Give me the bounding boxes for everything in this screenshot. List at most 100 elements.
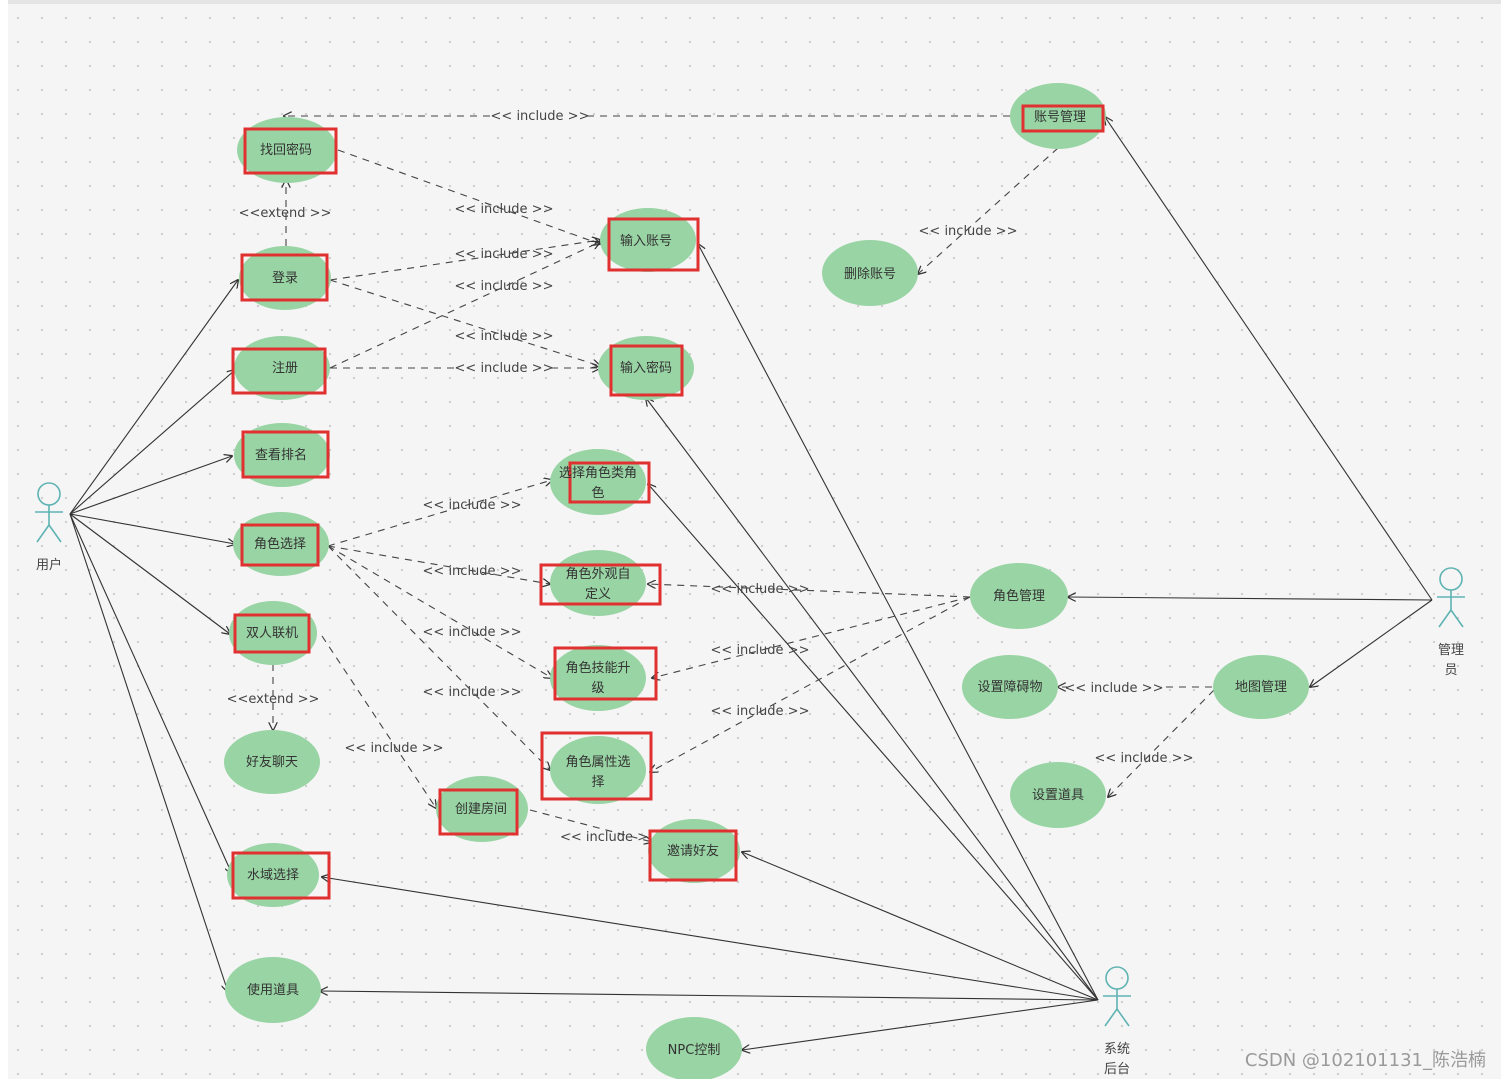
usecase-map-management[interactable]: 地图管理 [1213,655,1309,719]
usecase-view-ranking[interactable]: 查看排名 [234,423,330,487]
assoc-user-role [69,513,235,544]
actor-system[interactable]: 系统 后台 [1103,966,1131,1077]
svg-text:水域选择: 水域选择 [247,868,299,883]
dep-room-invite [529,809,652,842]
label-include: << include >> [711,704,810,719]
label-extend: <<extend >> [239,206,332,221]
usecase-duo-online[interactable]: 双人联机 [229,601,317,665]
usecase-role-skill[interactable]: 角色技能升 级 [550,645,658,711]
svg-text:账号管理: 账号管理 [1034,110,1086,125]
svg-text:择: 择 [591,775,604,790]
label-include: << include >> [711,643,810,658]
dep-role-custom [327,545,550,584]
svg-text:选择角色类角: 选择角色类角 [559,465,637,481]
svg-text:双人联机: 双人联机 [246,626,298,641]
relation-labels: << include >> << include >> <<extend >> … [227,106,1194,845]
label-include: << include >> [919,224,1018,239]
dep-login-input-account [329,240,600,281]
label-include: << include >> [423,498,522,513]
usecase-water-select[interactable]: 水域选择 [227,843,331,907]
dep-role-attr [327,545,550,770]
dep-duo-room [321,635,436,808]
assoc-sys-item [320,991,1099,1001]
assoc-admin-map [1310,599,1433,687]
svg-text:好友聊天: 好友聊天 [246,754,298,770]
usecase-input-password[interactable]: 输入密码 [598,336,694,400]
svg-text:邀请好友: 邀请好友 [667,843,719,859]
label-extend: <<extend >> [227,692,320,707]
label-include: << include >> [455,247,554,262]
label-include: << include >> [423,625,522,640]
svg-text:角色选择: 角色选择 [254,536,306,552]
usecase-account-management[interactable]: 账号管理 [1010,83,1106,149]
usecase-use-item[interactable]: 使用道具 [225,957,321,1023]
assoc-user-item [69,513,228,992]
label-include: << include >> [423,564,522,579]
svg-text:NPC控制: NPC控制 [668,1043,721,1058]
label-include: << include >> [1095,751,1194,766]
usecase-delete-account[interactable]: 删除账号 [822,240,918,306]
actor-system-label-line1: 系统 [1104,1042,1130,1057]
svg-text:注册: 注册 [272,361,298,376]
assoc-sys-npc [742,999,1099,1050]
svg-text:输入账号: 输入账号 [620,233,672,249]
usecase-register[interactable]: 注册 [231,336,330,400]
dep-findpw-input-account [337,149,600,244]
usecase-login[interactable]: 登录 [239,246,331,310]
usecase-role-select[interactable]: 角色选择 [233,512,329,576]
svg-text:设置道具: 设置道具 [1032,788,1084,803]
dep-map-setitem [1108,689,1215,797]
label-include: << include >> [711,582,810,597]
svg-text:输入密码: 输入密码 [620,360,672,376]
assoc-admin-account [1105,117,1433,601]
svg-text:查看排名: 查看排名 [255,447,307,463]
actor-admin[interactable]: 管理 员 [1437,567,1465,678]
actor-user-label: 用户 [36,557,62,573]
usecase-create-room[interactable]: 创建房间 [436,776,528,842]
actor-admin-label-line2: 员 [1444,663,1457,678]
label-include: << include >> [491,109,590,124]
assoc-sys-pw-input [646,398,1099,1001]
dep-register-input-account [329,242,600,369]
dep-login-input-pw [329,279,600,366]
usecase-role-attribute[interactable]: 角色属性选 择 [540,731,653,804]
svg-text:登录: 登录 [272,271,298,286]
label-include: << include >> [455,279,554,294]
dep-role-skill [327,545,552,678]
assoc-sys-account-input [698,244,1099,1001]
svg-text:色: 色 [591,485,604,501]
dep-role-type [327,480,552,547]
assoc-user-water [69,513,232,874]
assoc-admin-role [1068,597,1433,600]
usecase-input-account[interactable]: 输入账号 [600,208,700,272]
usecase-set-item[interactable]: 设置道具 [1010,762,1106,828]
usecase-role-custom[interactable]: 角色外观自 定义 [539,550,662,616]
usecase-friend-chat[interactable]: 好友聊天 [224,730,320,794]
label-include: << include >> [423,685,522,700]
svg-text:角色外观自: 角色外观自 [565,566,630,582]
label-include: << include >> [455,329,554,344]
usecase-select-role-type[interactable]: 选择角色类角 色 [550,449,651,515]
svg-text:级: 级 [591,681,604,696]
svg-text:使用道具: 使用道具 [247,982,299,998]
svg-text:角色技能升: 角色技能升 [565,660,630,676]
watermark: CSDN @102101131_陈浩楠 [1245,1050,1486,1071]
admin-associations [1068,117,1433,687]
assoc-user-login [69,280,238,515]
dep-rolemgmt-skill [652,596,971,678]
usecase-set-obstacle[interactable]: 设置障碍物 [962,655,1058,719]
actor-user[interactable]: 用户 [35,482,63,573]
assoc-user-register [69,370,235,515]
usecase-invite-friend[interactable]: 邀请好友 [648,819,740,883]
svg-text:创建房间: 创建房间 [455,801,507,817]
usecase-role-management[interactable]: 角色管理 [970,563,1068,629]
svg-text:定义: 定义 [585,587,611,602]
left-border [0,0,8,1079]
assoc-user-duo [69,513,230,634]
assoc-sys-water [322,877,1099,1001]
svg-text:角色属性选: 角色属性选 [565,754,630,770]
label-include: << include >> [1065,681,1164,696]
usecase-npc-control[interactable]: NPC控制 [646,1017,742,1079]
usecase-find-password[interactable]: 找回密码 [237,117,338,183]
